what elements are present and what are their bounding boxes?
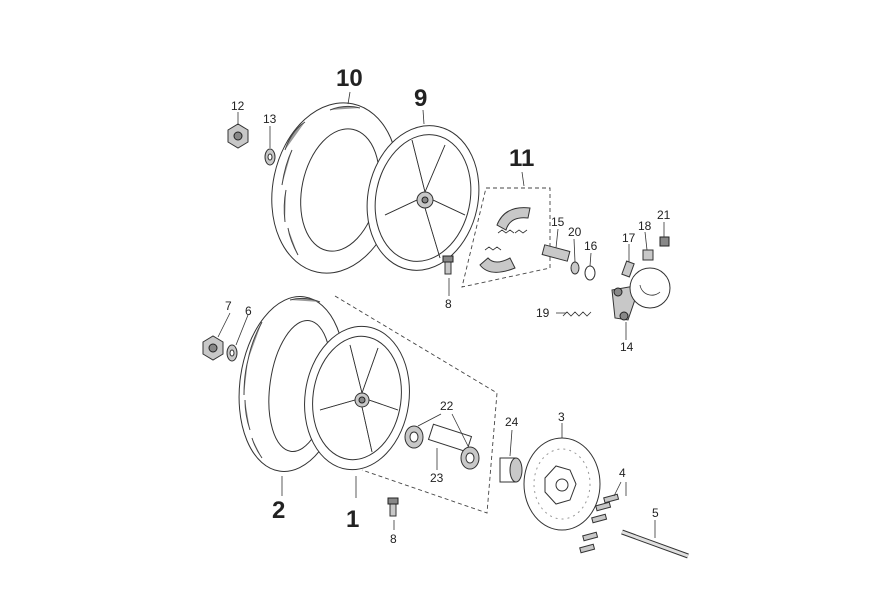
- brake-disc: [523, 437, 601, 531]
- adjuster-nut: [659, 236, 670, 247]
- hub-spacer: [427, 423, 473, 453]
- brake-cam: [541, 244, 571, 262]
- callout-13: 13: [263, 112, 277, 126]
- callout-10: 10: [336, 65, 363, 92]
- callout-3: 3: [558, 410, 565, 424]
- callout-6: 6: [245, 304, 252, 318]
- front-hub-kit-outline: [334, 295, 498, 514]
- callout-4: 4: [619, 466, 626, 480]
- leader-lines: [217, 91, 665, 538]
- lever-screw: [621, 260, 635, 278]
- rear-washer: [264, 148, 276, 166]
- callout-16: 16: [584, 239, 598, 253]
- front-bearing-left: [404, 425, 424, 449]
- rear-valve: [442, 255, 454, 275]
- brake-shoe-kit-outline: [461, 187, 551, 288]
- rear-rim: [366, 125, 480, 271]
- callout-24: 24: [505, 415, 519, 429]
- callout-12: 12: [231, 99, 245, 113]
- callout-7: 7: [225, 299, 232, 313]
- front-oil-seal: [499, 457, 523, 483]
- rear-axle-nut: [227, 123, 249, 149]
- callout-11: 11: [509, 145, 534, 172]
- callout-8-front: 8: [390, 532, 397, 546]
- front-axle-nut: [202, 335, 224, 361]
- front-axle: [621, 529, 689, 559]
- callout-1: 1: [346, 506, 359, 533]
- front-rim: [304, 325, 410, 471]
- callout-23: 23: [430, 471, 444, 485]
- cam-seal: [584, 265, 596, 281]
- cable-adjuster: [642, 249, 654, 261]
- callout-17: 17: [622, 231, 636, 245]
- front-valve: [387, 497, 399, 517]
- brake-shoes: [479, 207, 531, 273]
- callout-15: 15: [551, 215, 565, 229]
- callout-19: 19: [536, 306, 550, 320]
- front-bearing-right: [460, 446, 480, 470]
- callout-9: 9: [414, 85, 427, 112]
- callout-2: 2: [272, 497, 285, 524]
- brake-spring: [562, 311, 592, 317]
- callout-8-rear: 8: [445, 297, 452, 311]
- callout-5: 5: [652, 506, 659, 520]
- brake-lever: [611, 267, 671, 321]
- callout-22: 22: [440, 399, 454, 413]
- front-washer: [226, 344, 238, 362]
- callout-20: 20: [568, 225, 582, 239]
- cam-washer: [570, 261, 580, 275]
- callout-14: 14: [620, 340, 634, 354]
- callout-18: 18: [638, 219, 652, 233]
- disc-bolts: [579, 493, 620, 554]
- callout-21: 21: [657, 208, 671, 222]
